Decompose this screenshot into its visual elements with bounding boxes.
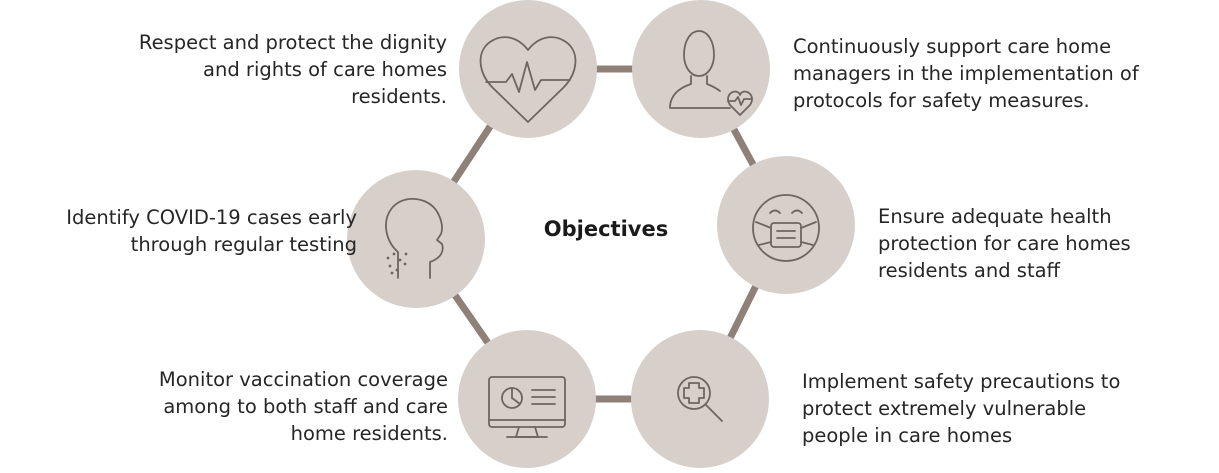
objective-testing-line-1: Identify COVID-19 cases early xyxy=(66,206,357,229)
objective-vaccination-line-2: among to both staff and care xyxy=(163,395,448,418)
objective-precautions-line-3: people in care homes xyxy=(802,424,1013,447)
objective-vaccination-line-1: Monitor vaccination coverage xyxy=(158,368,448,391)
objective-dignity-label: Respect and protect the dignity and righ… xyxy=(139,29,447,110)
objective-support-line-3: protocols for safety measures. xyxy=(793,89,1090,112)
objective-testing-label: Identify COVID-19 cases early through re… xyxy=(66,204,357,258)
node-testing xyxy=(347,170,485,308)
face-mask-icon xyxy=(752,194,820,262)
objective-testing-line-2: through regular testing xyxy=(130,233,357,256)
objective-precautions-line-1: Implement safety precautions to xyxy=(802,370,1121,393)
monitor-chart-icon xyxy=(488,376,566,438)
nodes xyxy=(347,0,855,468)
node-dignity xyxy=(459,0,597,138)
objective-precautions-line-2: protect extremely vulnerable xyxy=(802,397,1087,420)
objective-dignity-line-3: residents. xyxy=(351,85,447,108)
objective-support-label: Continuously support care home managers … xyxy=(793,33,1139,114)
magnifier-cross-icon xyxy=(677,376,723,422)
objective-protection-label: Ensure adequate health protection for ca… xyxy=(878,203,1131,284)
node-protection xyxy=(717,156,855,294)
node-vaccination xyxy=(458,330,596,468)
objective-dignity-line-1: Respect and protect the dignity xyxy=(138,31,447,54)
objective-support-line-1: Continuously support care home xyxy=(793,35,1112,58)
objective-protection-line-2: protection for care homes xyxy=(878,232,1131,255)
objective-support-line-2: managers in the implementation of xyxy=(793,62,1139,85)
objective-dignity-line-2: and rights of care homes xyxy=(203,58,447,81)
objective-vaccination-line-3: home residents. xyxy=(290,422,448,445)
center-label: Objectives xyxy=(543,217,669,241)
node-precautions xyxy=(631,330,769,468)
objective-protection-line-3: residents and staff xyxy=(878,259,1060,282)
cough-droplets xyxy=(386,252,408,275)
heart-pulse-icon xyxy=(479,36,577,123)
objective-vaccination-label: Monitor vaccination coverage among to bo… xyxy=(159,366,448,447)
objective-protection-line-1: Ensure adequate health xyxy=(878,205,1112,228)
head-cough-icon xyxy=(385,197,444,279)
node-support xyxy=(632,0,770,138)
person-heart-icon xyxy=(669,30,753,116)
objective-precautions-label: Implement safety precautions to protect … xyxy=(802,368,1120,449)
